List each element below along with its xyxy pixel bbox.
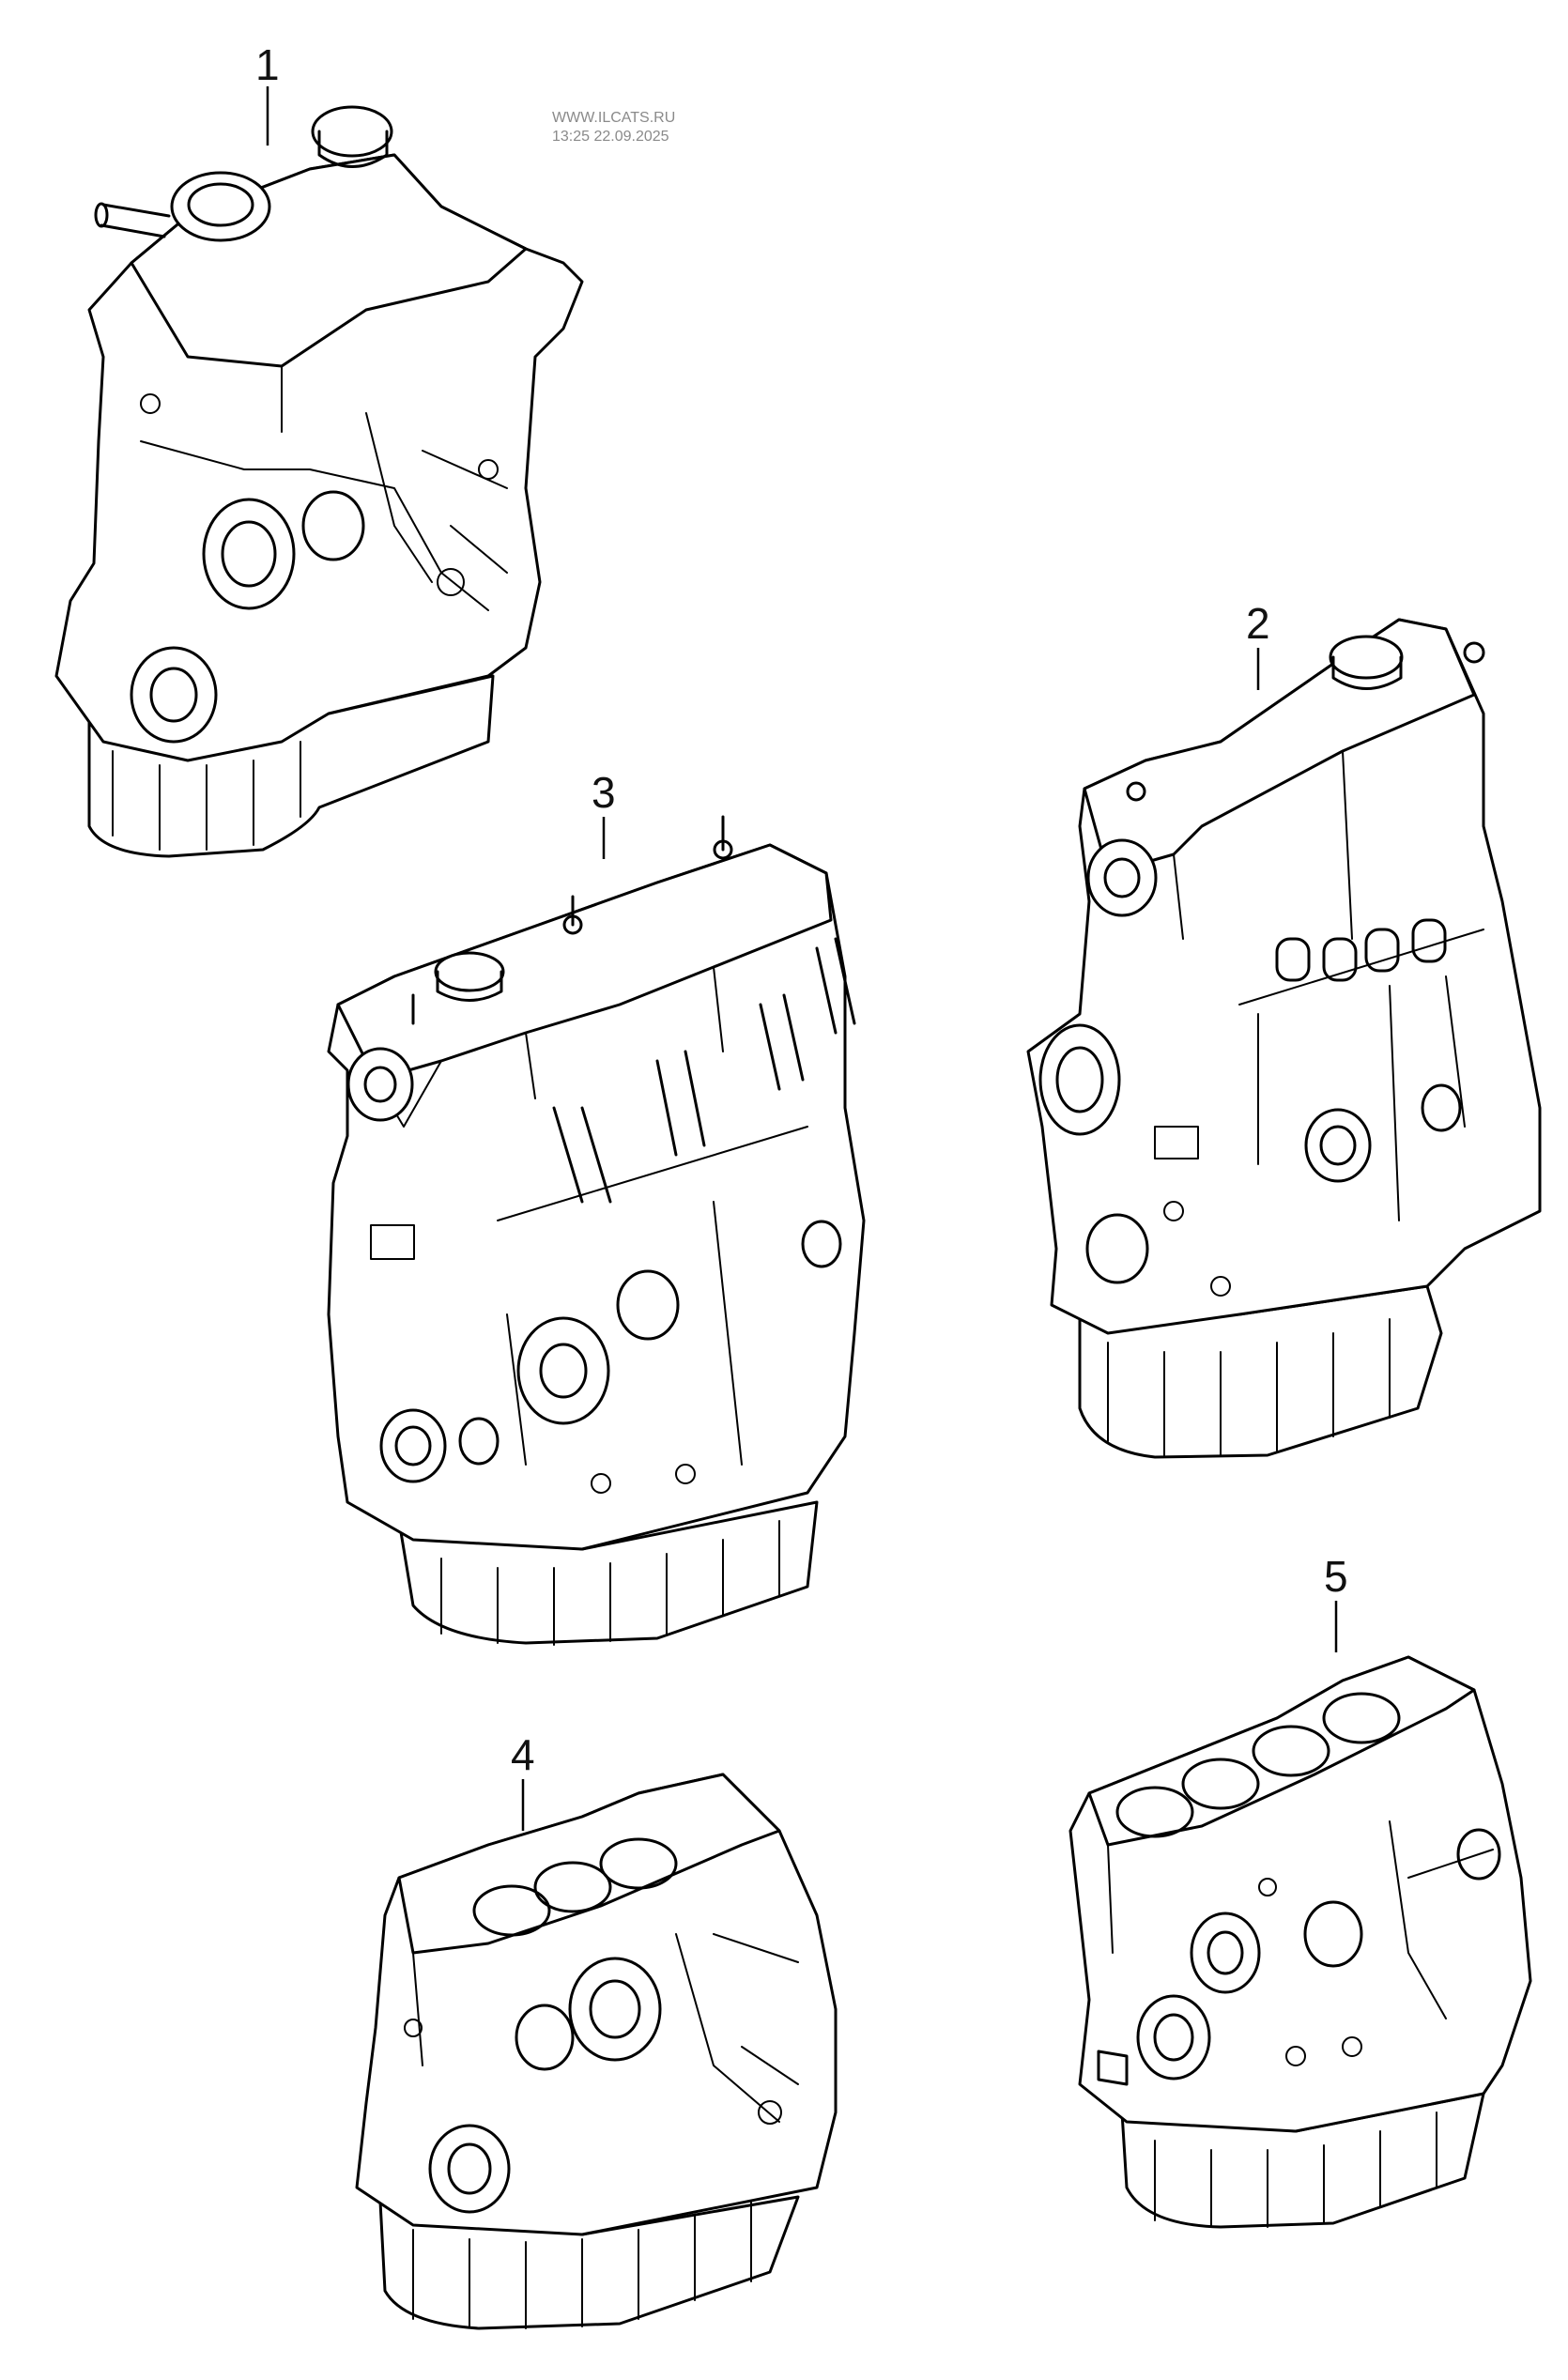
short-block-4[interactable]: 4 — [355, 1730, 838, 2330]
part-label-1[interactable]: 1 — [255, 40, 280, 89]
part-label-3[interactable]: 3 — [592, 768, 616, 817]
watermark-timestamp: 13:25 22.09.2025 — [552, 129, 669, 145]
engine-assembly-3[interactable]: 3 — [327, 768, 866, 1646]
short-block-5[interactable]: 5 — [1068, 1552, 1532, 2229]
part-label-4[interactable]: 4 — [511, 1730, 535, 1779]
engine-assembly-1[interactable]: 1 — [54, 40, 584, 858]
part-label-2[interactable]: 2 — [1246, 599, 1270, 648]
watermark-site: WWW.ILCATS.RU — [552, 110, 675, 126]
engine-assembly-2[interactable]: 2 — [1026, 599, 1542, 1459]
part-label-5[interactable]: 5 — [1324, 1552, 1348, 1601]
